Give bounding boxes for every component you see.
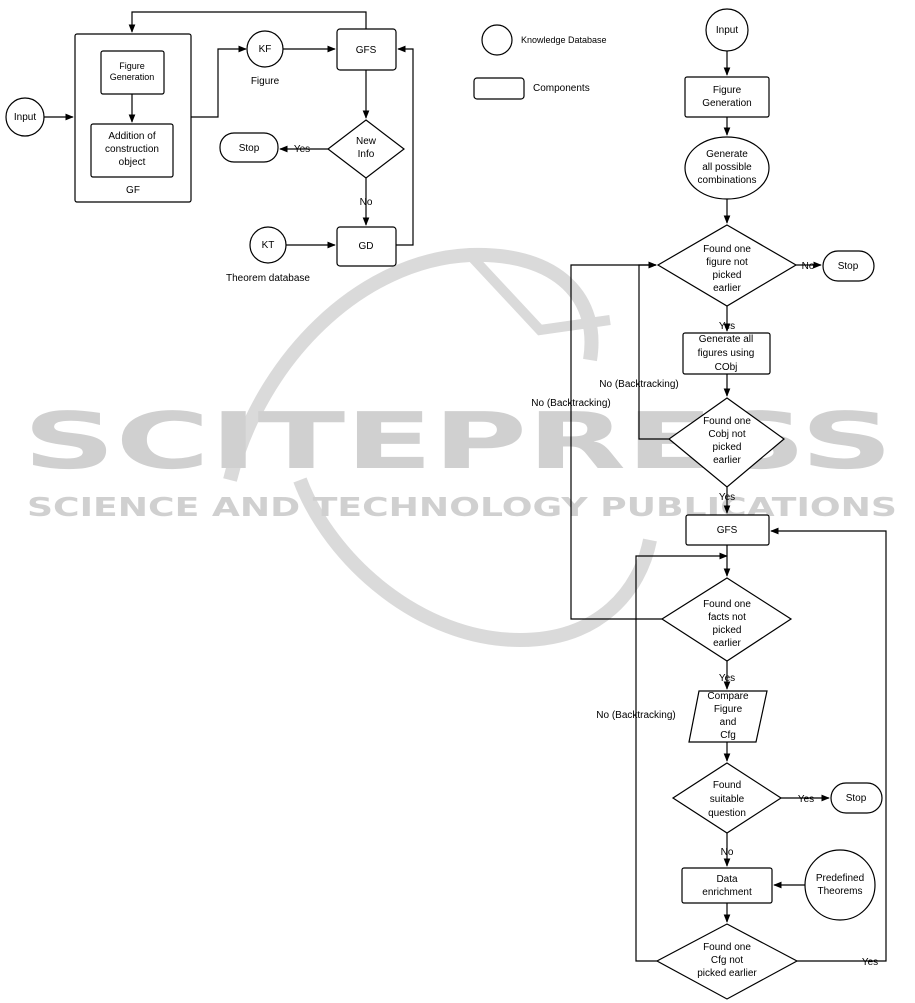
right-stop-label-2: Stop (846, 793, 867, 804)
left-figure-generation-line2: Generation (110, 72, 155, 82)
right-stop-terminal-2 (830, 782, 883, 814)
left-stop-label: Stop (239, 143, 260, 154)
right-yes-label-4: Yes (798, 794, 814, 805)
found-figure-line1: Found one (703, 244, 751, 255)
right-stop-label-1: Stop (838, 261, 859, 272)
gd-box (336, 226, 397, 267)
legend-knowledge-database: Knowledge Database (521, 35, 607, 45)
right-gfs-label: GFS (717, 525, 738, 536)
left-stop-terminal (219, 132, 279, 163)
right-no-label-2: No (721, 847, 734, 858)
backtracking-label-2: No (Backtracking) (531, 398, 610, 409)
right-stop-terminal-1 (822, 250, 875, 282)
legend: Knowledge Database Components (473, 24, 607, 100)
legend-circle-icon (481, 24, 513, 56)
right-figure-generation-line1: Figure (713, 85, 742, 96)
right-yes-label-5: Yes (862, 957, 878, 968)
found-figure-line4: earlier (713, 283, 741, 294)
compare-line3: and (720, 717, 737, 728)
predefined-theorems-line2: Theorems (817, 886, 862, 897)
legend-rect-icon (473, 77, 525, 100)
kf-label: KF (259, 44, 272, 55)
found-question-line2: suitable (710, 794, 745, 805)
found-cobj-line4: earlier (713, 455, 741, 466)
new-info-line2: Info (358, 149, 375, 160)
addition-line3: object (119, 157, 146, 168)
left-figure-generation-line1: Figure (119, 61, 145, 71)
theorem-database-label: Theorem database (226, 273, 310, 284)
right-diagram: Input Figure Generation Generate all pos… (531, 8, 887, 1000)
gd-label: GD (359, 241, 374, 252)
found-cobj-line2: Cobj not (708, 429, 745, 440)
new-info-line1: New (356, 136, 377, 147)
predefined-theorems-line1: Predefined (816, 873, 864, 884)
right-yes-label-2: Yes (719, 492, 735, 503)
found-facts-line3: picked (713, 625, 742, 636)
left-no-label: No (360, 197, 373, 208)
generate-all-figures-line1: Generate all (699, 334, 753, 345)
generate-all-figures-line2: figures using (698, 348, 755, 359)
generate-combinations-line1: Generate (706, 149, 748, 160)
addition-line2: construction (105, 144, 159, 155)
found-figure-line3: picked (713, 270, 742, 281)
legend-components: Components (533, 83, 590, 94)
found-cfg-line3: picked earlier (697, 968, 757, 979)
compare-line1: Compare (707, 691, 749, 702)
addition-construction-object-box (90, 123, 174, 178)
found-cfg-line1: Found one (703, 942, 751, 953)
backtracking-label-3: No (Backtracking) (596, 710, 675, 721)
kt-label: KT (262, 240, 275, 251)
compare-line2: Figure (714, 704, 743, 715)
generate-combinations-line2: all possible (702, 162, 752, 173)
left-input-label: Input (14, 112, 36, 123)
found-cobj-line3: picked (713, 442, 742, 453)
predefined-theorems-node (804, 849, 876, 921)
backtracking-label-1: No (Backtracking) (599, 379, 678, 390)
compare-line4: Cfg (720, 730, 736, 741)
found-figure-line2: figure not (706, 257, 748, 268)
right-figure-generation-line2: Generation (702, 98, 751, 109)
generate-combinations-line3: combinations (698, 175, 757, 186)
left-yes-label: Yes (294, 144, 310, 155)
found-facts-line4: earlier (713, 638, 741, 649)
right-no-label-1: No (802, 261, 815, 272)
data-enrichment-line1: Data (716, 874, 738, 885)
found-question-line3: question (708, 808, 746, 819)
found-cfg-line2: Cfg not (711, 955, 743, 966)
figure-label: Figure (251, 76, 280, 87)
right-yes-label-1: Yes (719, 321, 735, 332)
data-enrichment-line2: enrichment (702, 887, 752, 898)
found-question-line1: Found (713, 780, 741, 791)
found-cobj-line1: Found one (703, 416, 751, 427)
compare-figure-cfg-box (688, 690, 768, 743)
found-facts-line1: Found one (703, 599, 751, 610)
found-cfg-decision (655, 923, 799, 1000)
found-facts-line2: facts not (708, 612, 746, 623)
right-figure-generation-box (684, 76, 770, 118)
addition-line1: Addition of (108, 131, 155, 142)
right-yes-label-3: Yes (719, 673, 735, 684)
gf-label: GF (126, 185, 140, 196)
left-diagram: Input GF Figure Generation Addition of c… (5, 11, 414, 284)
right-input-label: Input (716, 25, 738, 36)
left-gfs-label: GFS (356, 45, 377, 56)
generate-all-figures-line3: CObj (715, 362, 738, 373)
